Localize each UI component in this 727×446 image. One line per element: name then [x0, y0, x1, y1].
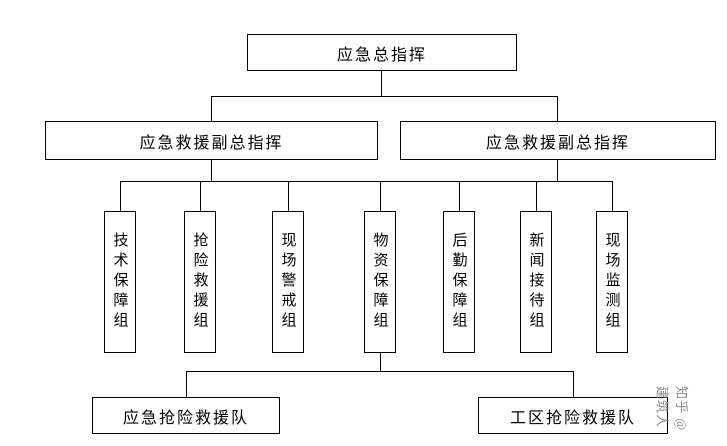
connector-line [186, 371, 187, 397]
org-box-group-materials: 物资保障组 [364, 211, 396, 353]
connector-line [120, 181, 613, 182]
org-box-group-label: 技术保障组 [111, 232, 128, 332]
org-box-group-label: 现场警戒组 [279, 232, 296, 332]
connector-line [381, 71, 382, 96]
org-box-team-label: 工区抢险救援队 [509, 409, 636, 427]
connector-line [573, 371, 574, 397]
org-box-group-monitoring: 现场监测组 [596, 211, 628, 353]
org-box-root: 应急总指挥 [247, 34, 517, 71]
connector-line [380, 181, 381, 211]
zhihu-watermark: 知乎 @建筑人 [654, 386, 690, 432]
connector-line [557, 96, 558, 121]
org-box-team-label: 应急抢险救援队 [122, 409, 249, 427]
org-box-team-workarea: 工区抢险救援队 [478, 397, 668, 434]
connector-line [211, 160, 212, 181]
connector-line [200, 181, 201, 211]
org-box-group-rescue: 抢险救援组 [184, 211, 216, 353]
connector-line [557, 160, 558, 181]
connector-line [211, 96, 212, 121]
org-box-group-label: 抢险救援组 [191, 232, 208, 332]
org-box-deputy-2: 应急救援副总指挥 [400, 121, 716, 160]
org-box-deputy-1: 应急救援副总指挥 [45, 121, 378, 160]
org-box-group-label: 物资保障组 [371, 232, 388, 332]
org-box-group-logistics: 后勤保障组 [443, 211, 475, 353]
connector-line [120, 181, 121, 211]
org-box-group-site-guard: 现场警戒组 [272, 211, 304, 353]
org-box-group-label: 现场监测组 [603, 232, 620, 332]
connector-line [459, 181, 460, 211]
org-box-group-label: 新闻接待组 [527, 232, 544, 332]
connector-line [211, 96, 558, 97]
org-box-team-emergency: 应急抢险救援队 [92, 397, 280, 434]
connector-line [288, 181, 289, 211]
org-box-deputy-2-label: 应急救援副总指挥 [485, 134, 630, 152]
connector-line [536, 181, 537, 211]
org-box-group-news: 新闻接待组 [520, 211, 552, 353]
connector-line [612, 181, 613, 211]
org-box-group-label: 后勤保障组 [450, 232, 467, 332]
org-box-deputy-1-label: 应急救援副总指挥 [139, 134, 284, 152]
org-box-root-label: 应急总指挥 [336, 46, 427, 64]
org-box-group-tech-support: 技术保障组 [104, 211, 136, 353]
connector-line [186, 371, 574, 372]
connector-line [380, 353, 381, 371]
